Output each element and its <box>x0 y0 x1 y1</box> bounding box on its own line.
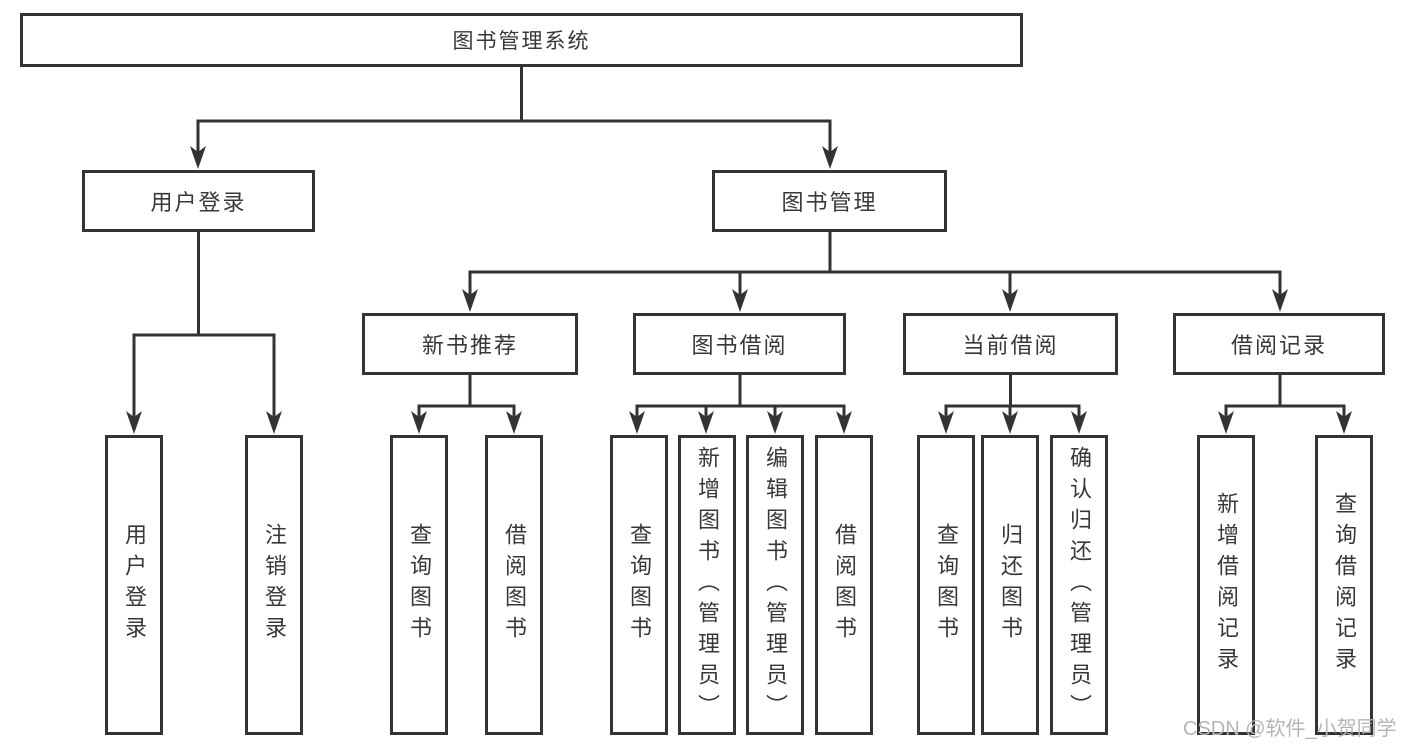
node-new-book-recommend: 新书推荐 <box>362 313 578 375</box>
leaf-newbook-borrow-label: 借阅图书 <box>502 523 527 647</box>
node-user-login-branch: 用户登录 <box>82 170 315 232</box>
leaf-user-login: 用户登录 <box>105 435 163 735</box>
csdn-watermark: CSDN @软件_小贺同学 <box>1183 718 1397 740</box>
leaf-current-query: 查询图书 <box>917 435 975 735</box>
leaf-current-confirm-admin: 确认归还（管理员） <box>1050 435 1108 735</box>
leaf-record-add-label: 新增借阅记录 <box>1214 492 1239 678</box>
leaf-borrow-query-label: 查询图书 <box>627 523 652 647</box>
node-borrow-records: 借阅记录 <box>1173 313 1385 375</box>
leaf-borrow-borrow: 借阅图书 <box>815 435 873 735</box>
node-borrow-records-label: 借阅记录 <box>1230 333 1327 358</box>
leaf-user-logout-label: 注销登录 <box>262 523 287 647</box>
node-user-login-branch-label: 用户登录 <box>150 190 247 215</box>
node-library-system-label: 图书管理系统 <box>452 30 591 53</box>
leaf-borrow-query: 查询图书 <box>610 435 668 735</box>
leaf-newbook-borrow: 借阅图书 <box>485 435 543 735</box>
node-current-borrow: 当前借阅 <box>903 313 1118 375</box>
leaf-newbook-query-label: 查询图书 <box>407 523 432 647</box>
node-book-management-branch: 图书管理 <box>712 170 947 232</box>
leaf-user-login-label: 用户登录 <box>122 523 147 647</box>
leaf-record-add: 新增借阅记录 <box>1197 435 1255 735</box>
node-current-borrow-label: 当前借阅 <box>962 333 1059 358</box>
leaf-borrow-edit-admin: 编辑图书（管理员） <box>746 435 804 735</box>
leaf-newbook-query: 查询图书 <box>390 435 448 735</box>
leaf-borrow-edit-admin-label: 编辑图书（管理员） <box>763 445 788 725</box>
leaf-current-confirm-admin-label: 确认归还（管理员） <box>1067 445 1092 725</box>
leaf-current-query-label: 查询图书 <box>934 523 959 647</box>
node-library-system: 图书管理系统 <box>20 13 1023 67</box>
leaf-borrow-add-admin: 新增图书（管理员） <box>678 435 736 735</box>
leaf-borrow-add-admin-label: 新增图书（管理员） <box>695 445 720 725</box>
leaf-current-return-label: 归还图书 <box>998 523 1023 647</box>
leaf-record-query-label: 查询借阅记录 <box>1332 492 1357 678</box>
node-book-management-branch-label: 图书管理 <box>781 190 878 215</box>
leaf-borrow-borrow-label: 借阅图书 <box>832 523 857 647</box>
leaf-user-logout: 注销登录 <box>245 435 303 735</box>
node-new-book-recommend-label: 新书推荐 <box>421 333 518 358</box>
node-book-borrow-label: 图书借阅 <box>691 333 788 358</box>
node-book-borrow: 图书借阅 <box>633 313 846 375</box>
leaf-record-query: 查询借阅记录 <box>1315 435 1373 735</box>
leaf-current-return: 归还图书 <box>981 435 1039 735</box>
